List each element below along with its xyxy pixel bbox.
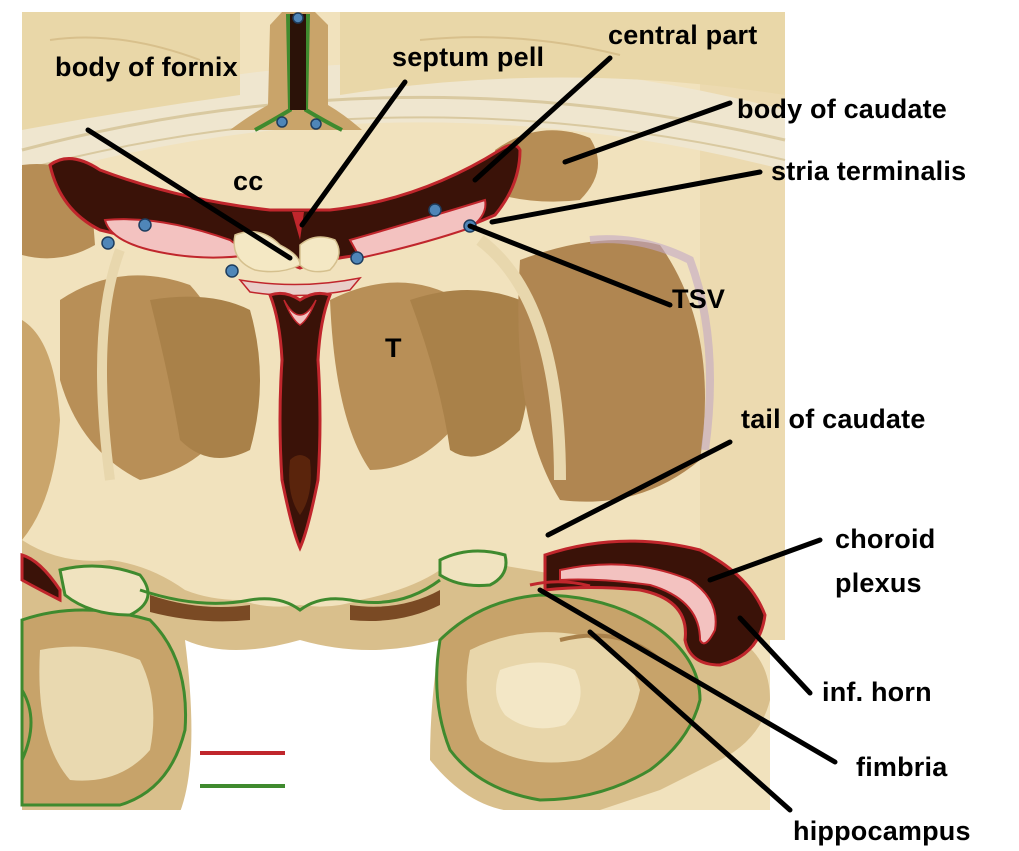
label-cc: cc xyxy=(233,166,263,196)
label-plexus: plexus xyxy=(835,568,922,598)
label-septum-pell: septum pell xyxy=(392,42,544,72)
tissue-section xyxy=(22,12,785,812)
label-central-part: central part xyxy=(608,20,757,50)
label-inf-horn: inf. horn xyxy=(822,677,932,707)
label-tsv: TSV xyxy=(672,284,725,314)
label-t: T xyxy=(385,333,402,363)
label-body-of-caudate: body of caudate xyxy=(737,94,947,124)
label-tail-of-caudate: tail of caudate xyxy=(741,404,926,434)
label-choroid: choroid xyxy=(835,524,935,554)
label-body-of-fornix: body of fornix xyxy=(55,52,238,82)
label-hippocampus: hippocampus xyxy=(793,816,971,846)
label-stria-terminalis: stria terminalis xyxy=(771,156,966,186)
label-fimbria: fimbria xyxy=(856,752,947,782)
